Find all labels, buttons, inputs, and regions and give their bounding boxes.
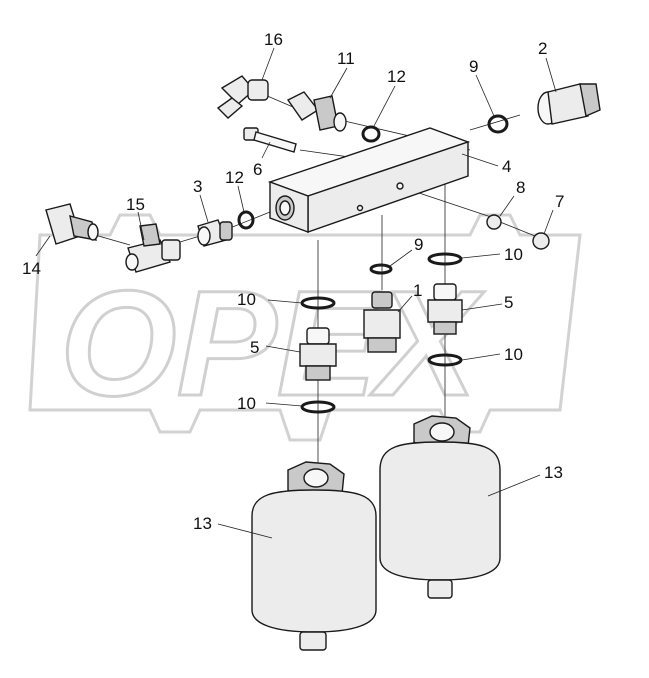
callout-10-a: 10 [504, 245, 523, 264]
callout-11: 11 [337, 49, 355, 68]
part-8-nut [486, 214, 502, 230]
callout-1: 1 [413, 281, 422, 300]
callout-14: 14 [22, 259, 41, 278]
callout-3: 3 [193, 177, 202, 196]
part-5-fitting-left [299, 327, 337, 381]
part-6-bolt [243, 127, 297, 153]
callout-leaders [35, 47, 557, 539]
part-15-tee-fitting [125, 223, 181, 273]
part-12-ring-top [361, 125, 381, 143]
callout-13-left: 13 [193, 514, 212, 533]
callout-10-c: 10 [504, 345, 523, 364]
watermark: OPEX [28, 213, 582, 442]
callout-16: 16 [264, 30, 283, 49]
callout-7: 7 [555, 192, 564, 211]
part-9-ring-top [487, 114, 509, 134]
part-12-ring-left [237, 210, 255, 230]
callout-12-top: 12 [387, 67, 406, 86]
callout-2: 2 [538, 39, 547, 58]
callout-10-d: 10 [237, 394, 256, 413]
callout-5-right: 5 [504, 293, 513, 312]
callout-4: 4 [502, 157, 511, 176]
part-5-fitting-right [427, 283, 463, 335]
callout-10-b: 10 [237, 290, 256, 309]
part-10-ring-a [427, 252, 463, 266]
part-10-ring-c [427, 353, 463, 367]
callout-6: 6 [253, 160, 262, 179]
callout-labels: 16 11 12 9 2 6 4 3 12 8 7 15 14 9 10 10 … [22, 30, 564, 533]
callout-15: 15 [126, 195, 145, 214]
callout-8: 8 [516, 178, 525, 197]
part-3-adapter [197, 219, 233, 247]
part-4-manifold-block [267, 127, 471, 234]
part-16-elbow-fitting [216, 75, 269, 119]
callout-9-mid: 9 [414, 235, 423, 254]
part-14-fitting [45, 203, 99, 245]
watermark-text: OPEX [60, 259, 485, 427]
part-11-connector [286, 91, 347, 132]
part-9-ring-mid [369, 263, 393, 275]
part-10-ring-d [300, 400, 336, 414]
part-13-accumulator-left [251, 461, 377, 651]
part-13-accumulator-right [379, 415, 501, 599]
callout-9-top: 9 [469, 57, 478, 76]
watermark-gear-outline [28, 213, 582, 442]
callout-12-left: 12 [225, 168, 244, 187]
part-1-sensor [363, 291, 401, 353]
callout-5-left: 5 [250, 338, 259, 357]
callout-13-right: 13 [544, 463, 563, 482]
part-2-pressure-switch [537, 83, 601, 125]
part-7-cap-nut [532, 232, 550, 250]
